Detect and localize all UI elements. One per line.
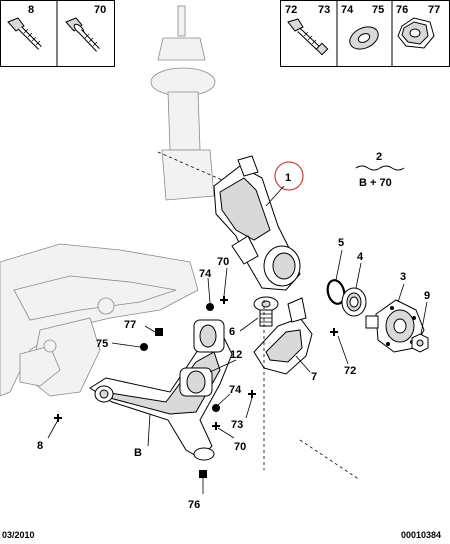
fastener-cross-70b: [212, 422, 220, 430]
label-part-77: 77: [124, 319, 136, 331]
subframe: [0, 243, 199, 397]
hw-label-8: 8: [28, 4, 34, 16]
nut-76-icon: [397, 17, 435, 49]
label-part-70a: 70: [217, 256, 229, 268]
steering-knuckle: [213, 155, 301, 291]
hw-label-76: 76: [396, 4, 408, 16]
fastener-dot-75: [140, 343, 148, 351]
washer-74-icon: [349, 26, 379, 50]
fastener-cross-73: [248, 390, 256, 398]
hw-label-77: 77: [428, 4, 440, 16]
fastener-square-77: [155, 328, 163, 336]
label-part-5: 5: [338, 237, 344, 249]
bolt-8-icon: [7, 17, 42, 50]
label-part-7: 7: [311, 371, 317, 383]
label-part-76: 76: [188, 499, 200, 511]
hw-label-70: 70: [94, 4, 106, 16]
fastener-square-76: [199, 470, 207, 478]
leader-lines: [47, 185, 428, 494]
hw-label-73: 73: [318, 4, 330, 16]
footer-date: 03/2010: [2, 530, 35, 540]
wheel-hub-3: [365, 299, 425, 353]
label-part-6: 6: [229, 326, 235, 338]
suspension-strut: [150, 5, 223, 201]
bolt-70-icon: [65, 17, 100, 52]
hw-label-72: 72: [285, 4, 297, 16]
label-part-b: B: [134, 447, 142, 459]
label-part-9: 9: [424, 290, 430, 302]
label-part-74b: 74: [229, 384, 242, 396]
fastener-cross-70a: [220, 296, 228, 304]
label-part-70b: 70: [234, 441, 246, 453]
fastener-cross-72: [330, 328, 338, 336]
bearing-4: [341, 287, 367, 317]
hw-label-75: 75: [372, 4, 384, 16]
label-part-1: 1: [285, 172, 291, 184]
callout-2-number: 2: [376, 151, 382, 163]
label-part-12: 12: [230, 349, 242, 361]
label-part-73: 73: [231, 419, 243, 431]
bolt-72-icon: [287, 18, 329, 56]
arm-bushing-front: [193, 319, 225, 353]
label-part-72: 72: [344, 365, 356, 377]
fastener-dot-74a: [206, 303, 214, 311]
highlight-ring-part-1: [274, 161, 304, 191]
label-part-74a: 74: [199, 268, 212, 280]
footer-reference: 00010384: [401, 530, 441, 540]
label-part-3: 3: [400, 271, 406, 283]
arm-bushing-12: [179, 367, 213, 397]
label-part-75: 75: [96, 338, 108, 350]
dust-shield-7: [253, 297, 313, 375]
label-part-4: 4: [357, 251, 364, 263]
callout-2: 2 B + 70: [355, 151, 405, 189]
label-part-8: 8: [37, 440, 43, 452]
part-labels: 1 3 4 5 6 7 8 9 12 70 70 72 73 74 74 75 …: [37, 172, 430, 511]
hub-nut-9: [411, 333, 429, 353]
ball-joint-6: [253, 296, 279, 327]
hardware-box-left: 8 70: [0, 0, 115, 67]
fastener-dot-74b: [212, 404, 220, 412]
circlip-5: [326, 279, 346, 305]
hw-label-74: 74: [341, 4, 354, 16]
lower-control-arm: [89, 333, 233, 461]
callout-2-tilde: [355, 165, 405, 171]
callout-2-formula: B + 70: [359, 177, 392, 189]
hardware-box-right: 72 73 74 75 76 77: [280, 0, 450, 67]
footer: 03/2010 00010384: [2, 530, 441, 540]
